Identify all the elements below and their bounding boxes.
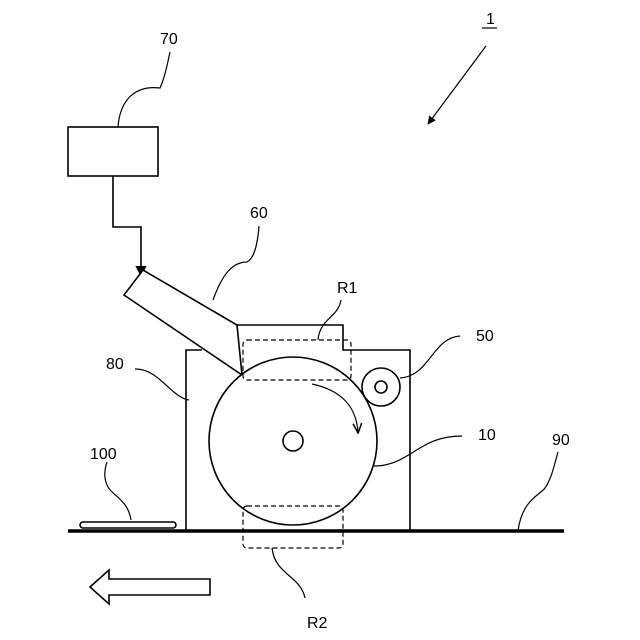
system-pointer: 1 — [428, 11, 497, 124]
roller: 50 — [362, 328, 494, 406]
label-item: 100 — [90, 446, 117, 463]
label-roller: 50 — [476, 328, 494, 345]
leader-controller — [118, 52, 170, 127]
controller-box — [68, 127, 158, 176]
leader-region-upper — [318, 300, 341, 340]
leader-drum — [374, 436, 462, 466]
leader-item — [105, 462, 131, 520]
leader-floor — [518, 452, 558, 531]
label-region-lower: R2 — [307, 615, 328, 632]
label-nozzle: 60 — [250, 205, 268, 222]
leader-nozzle — [213, 226, 259, 300]
control-line — [113, 176, 141, 276]
drum-circle — [209, 357, 377, 525]
leader-roller — [400, 336, 460, 378]
roller-outer — [362, 368, 400, 406]
controller: 70 — [68, 31, 178, 276]
item: 100 — [80, 446, 176, 528]
direction-arrow-icon — [90, 570, 210, 604]
leader-housing — [135, 369, 189, 400]
leader-region-lower — [272, 548, 305, 598]
nozzle-body — [124, 270, 242, 375]
label-floor: 90 — [552, 432, 570, 449]
item-plate — [80, 522, 176, 528]
drum: 10 — [209, 357, 496, 525]
label-housing: 80 — [106, 356, 124, 373]
label-controller: 70 — [160, 31, 178, 48]
system-arrow — [428, 46, 486, 124]
label-system: 1 — [486, 11, 495, 28]
label-region-upper: R1 — [337, 280, 358, 297]
label-drum: 10 — [478, 427, 496, 444]
